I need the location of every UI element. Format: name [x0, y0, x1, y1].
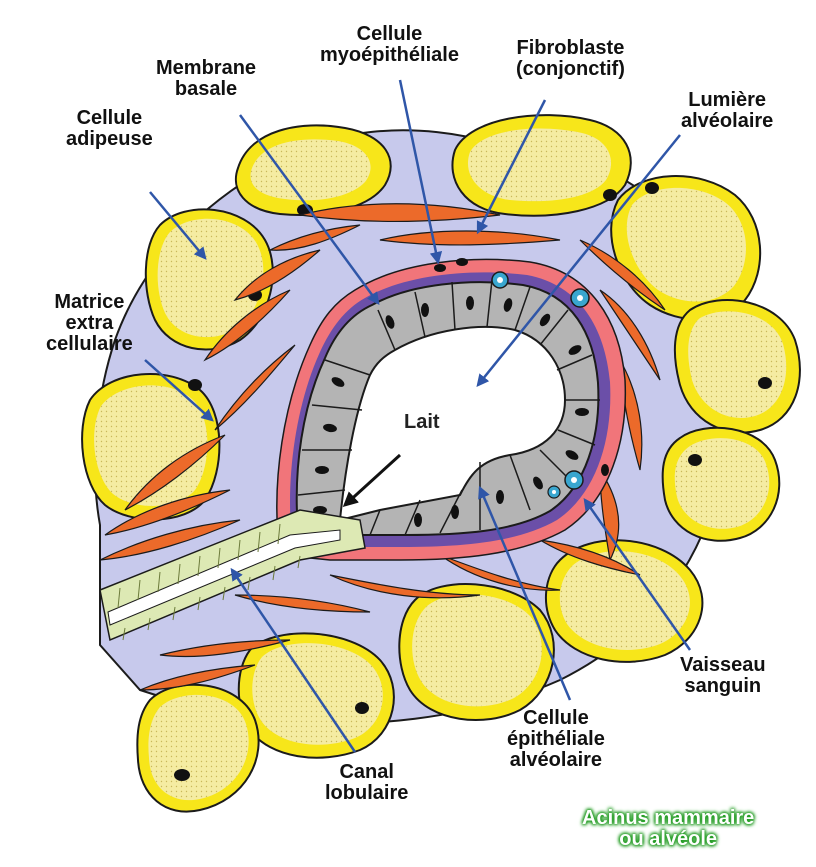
- label-line: cellulaire: [46, 334, 133, 355]
- label-line: basale: [156, 79, 256, 100]
- fat-cell: [663, 428, 780, 541]
- fat-cell: [137, 685, 258, 812]
- label-line: épithéliale: [507, 729, 605, 750]
- label-line: Lumière: [681, 90, 773, 111]
- label-line: Canal: [325, 762, 408, 783]
- label-membrane-basale: Membrane basale: [156, 58, 256, 100]
- label-matrice-extra-cellulaire: Matrice extra cellulaire: [46, 292, 133, 355]
- label-vaisseau-sanguin: Vaisseau sanguin: [680, 655, 766, 697]
- label-line: Cellule: [66, 108, 153, 129]
- label-line: Cellule: [320, 24, 459, 45]
- title-badge: Acinus mammaire ou alvéole: [582, 808, 754, 850]
- title-line: Acinus mammaire: [582, 808, 754, 829]
- label-fibroblaste: Fibroblaste (conjonctif): [516, 38, 625, 80]
- label-cellule-epitheliale-alveolaire: Cellule épithéliale alvéolaire: [507, 708, 605, 771]
- label-line: Matrice: [46, 292, 133, 313]
- label-line: alvéolaire: [681, 111, 773, 132]
- label-canal-lobulaire: Canal lobulaire: [325, 762, 408, 804]
- label-cellule-myoepitheliale: Cellule myoépithéliale: [320, 24, 459, 66]
- fat-cell: [146, 209, 273, 349]
- label-line: alvéolaire: [507, 750, 605, 771]
- fat-cell: [452, 115, 630, 216]
- label-line: Vaisseau: [680, 655, 766, 676]
- label-line: adipeuse: [66, 129, 153, 150]
- label-lait: Lait: [404, 412, 440, 433]
- title-line: ou alvéole: [582, 829, 754, 850]
- label-line: Membrane: [156, 58, 256, 79]
- label-line: lobulaire: [325, 783, 408, 804]
- label-line: (conjonctif): [516, 59, 625, 80]
- label-line: Fibroblaste: [516, 38, 625, 59]
- label-line: sanguin: [680, 676, 766, 697]
- label-line: Cellule: [507, 708, 605, 729]
- label-cellule-adipeuse: Cellule adipeuse: [66, 108, 153, 150]
- label-line: extra: [46, 313, 133, 334]
- label-lumiere-alveolaire: Lumière alvéolaire: [681, 90, 773, 132]
- label-line: myoépithéliale: [320, 45, 459, 66]
